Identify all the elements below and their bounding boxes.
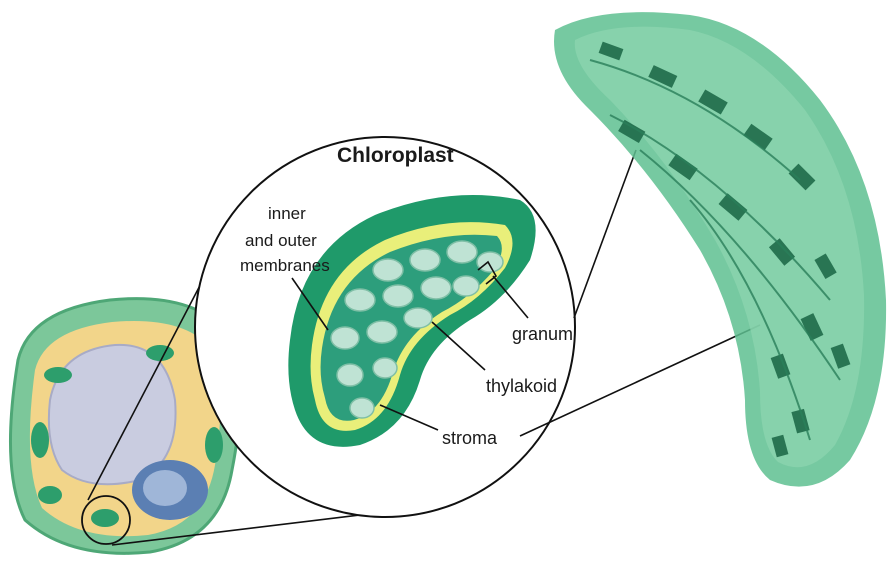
cell-chloroplast: [146, 345, 174, 361]
stack-3d: [718, 193, 748, 221]
label-thylakoid: thylakoid: [486, 376, 557, 396]
granum-bracket: [477, 260, 498, 285]
stack-3d: [598, 41, 624, 61]
label-membranes-line1: inner: [268, 204, 306, 223]
stack-3d: [770, 353, 791, 379]
granum-stack: [344, 288, 376, 312]
granum-stack: [349, 397, 375, 419]
granum-stack: [409, 248, 441, 272]
cell-chloroplast: [38, 486, 62, 504]
granum-stack: [403, 307, 433, 329]
granum-stack: [476, 251, 504, 273]
stack-3d: [698, 89, 728, 115]
pointer-stroma-3d: [519, 324, 761, 437]
thylakoid-stacks-3d: [598, 41, 851, 458]
granum-stack: [372, 258, 404, 282]
stack-3d: [814, 253, 837, 280]
plant-cell: [9, 297, 241, 555]
stack-3d: [800, 313, 824, 341]
granum-stack: [336, 363, 364, 387]
granum-stack: [330, 326, 360, 350]
label-membranes-line3: membranes: [240, 256, 330, 275]
granum-stack: [452, 275, 480, 297]
granum-stack: [366, 320, 398, 344]
stack-3d: [768, 238, 796, 266]
granum-stack: [420, 276, 452, 300]
pointer-granum: [492, 275, 529, 319]
stack-3d: [618, 119, 646, 144]
stack-3d: [648, 65, 678, 88]
grana: [330, 240, 504, 419]
cell-chloroplast: [205, 427, 223, 463]
nucleolus: [143, 470, 187, 506]
label-granum: granum: [512, 324, 573, 344]
stack-3d: [668, 153, 698, 181]
pointer-stroma: [379, 404, 439, 431]
stack-3d: [743, 123, 773, 151]
zoom-circle-small: [81, 495, 131, 545]
stack-3d: [788, 163, 816, 191]
pointer-thylakoid: [431, 321, 486, 371]
cell-chloroplast: [31, 422, 49, 458]
pointer-membranes: [291, 277, 329, 331]
stack-3d: [830, 343, 851, 369]
granum-stack: [446, 240, 478, 264]
granum-stack: [382, 284, 414, 308]
chloroplast-3d: [554, 12, 887, 487]
chloroplast-cross-section: [288, 195, 536, 447]
diagram-title: Chloroplast: [337, 144, 454, 167]
cell-chloroplast: [91, 509, 119, 527]
label-stroma: stroma: [442, 428, 498, 448]
stack-3d: [771, 434, 789, 458]
cell-chloroplast: [44, 367, 72, 383]
vacuole: [47, 343, 177, 486]
stroma-lamellae-3d: [589, 59, 841, 441]
chloroplast-3d-inner: [574, 26, 865, 468]
label-membranes-line2: and outer: [245, 231, 317, 250]
granum-stack: [372, 357, 398, 379]
pointer-granum-3d: [573, 149, 637, 319]
